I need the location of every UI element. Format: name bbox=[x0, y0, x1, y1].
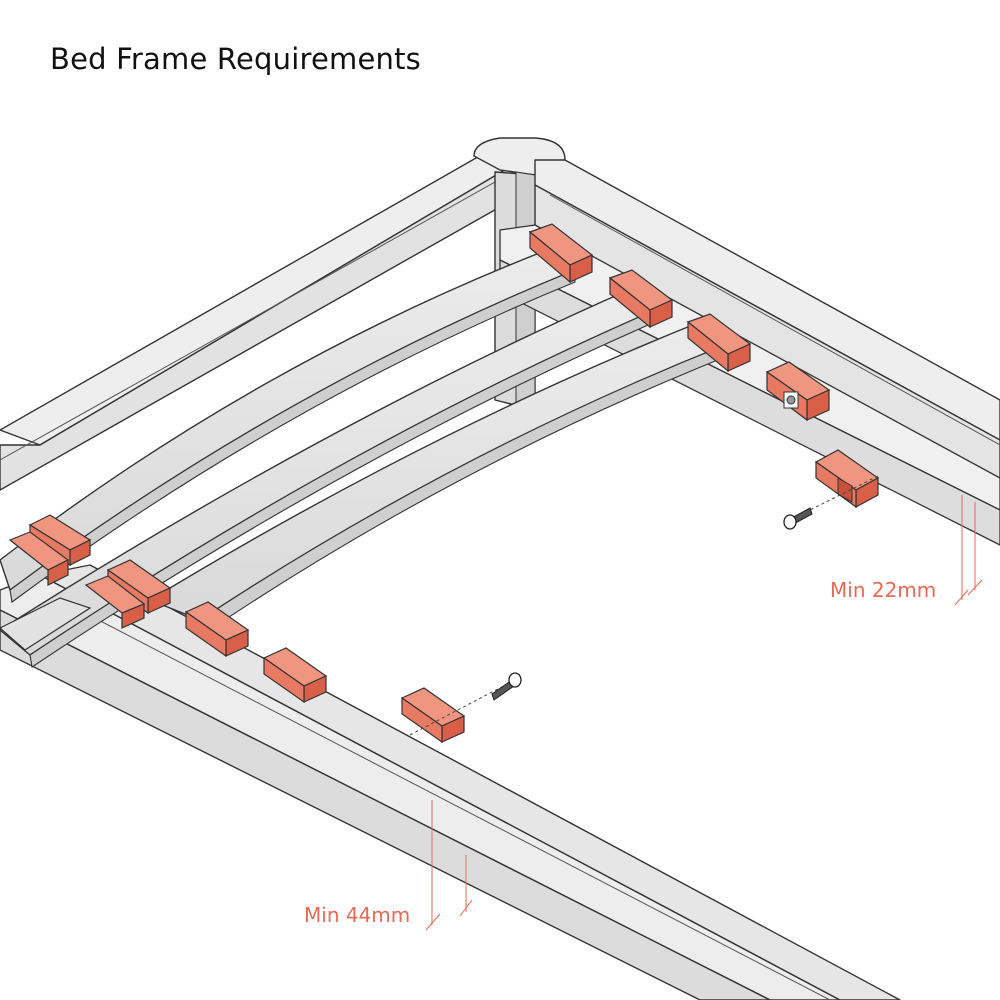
slat-bracket-left-1 bbox=[8, 514, 92, 586]
slat-bracket-left-3 bbox=[184, 601, 250, 658]
min-44mm-label: Min 44mm bbox=[304, 903, 410, 927]
slat-bracket-top-2 bbox=[608, 269, 674, 329]
page-title: Bed Frame Requirements bbox=[50, 42, 421, 76]
dimension-side-rail bbox=[954, 495, 983, 606]
slat-bracket-top-screwed bbox=[765, 361, 831, 422]
slat-bracket-left-2 bbox=[84, 559, 172, 629]
slat-bracket-top-1 bbox=[528, 223, 594, 284]
slat-bracket-loose-left bbox=[400, 687, 466, 744]
screw-left bbox=[409, 672, 522, 736]
front-rail bbox=[0, 564, 901, 1000]
min-22mm-label: Min 22mm bbox=[830, 578, 936, 602]
slat-bracket-left-4 bbox=[262, 647, 328, 704]
dimension-front-rail bbox=[425, 800, 473, 931]
slat-3 bbox=[149, 319, 726, 634]
slat-bracket-top-3 bbox=[686, 313, 752, 373]
screw-right bbox=[783, 474, 881, 530]
slat-2 bbox=[0, 284, 656, 668]
slat-bracket-loose-right bbox=[814, 449, 880, 509]
